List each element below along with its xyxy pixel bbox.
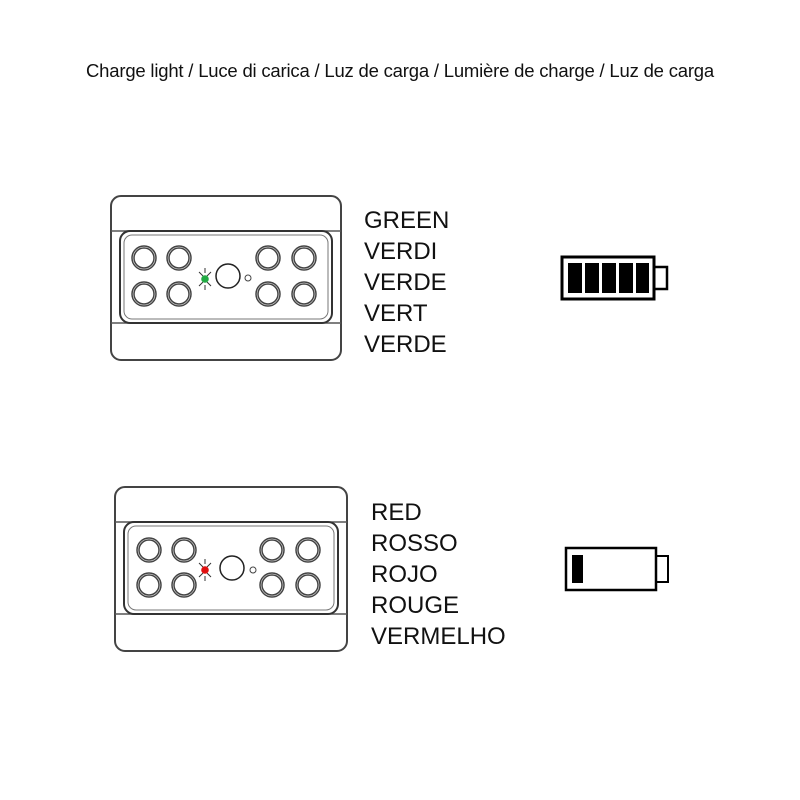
green-label-list: GREEN VERDI VERDE VERT VERDE [364,205,449,360]
label-spanish: ROJO [371,561,438,588]
device-green-illustration [110,195,342,361]
label-portuguese: VERDE [364,331,447,358]
battery-full-icon [560,255,669,301]
label-english: GREEN [364,207,450,234]
led-indicator-green [198,268,212,290]
label-spanish: VERDE [364,269,447,296]
label-italian: VERDI [364,238,438,265]
label-portuguese: VERMELHO [371,623,506,650]
label-french: VERT [364,300,428,327]
label-french: ROUGE [371,592,460,619]
page-title: Charge light / Luce di carica / Luz de c… [86,60,714,81]
led-indicator-red [198,559,212,581]
device-red-illustration [114,486,348,652]
battery-low-icon [564,546,669,592]
red-label-list: RED ROSSO ROJO ROUGE VERMELHO [371,497,506,652]
label-english: RED [371,499,422,526]
label-italian: ROSSO [371,530,458,557]
